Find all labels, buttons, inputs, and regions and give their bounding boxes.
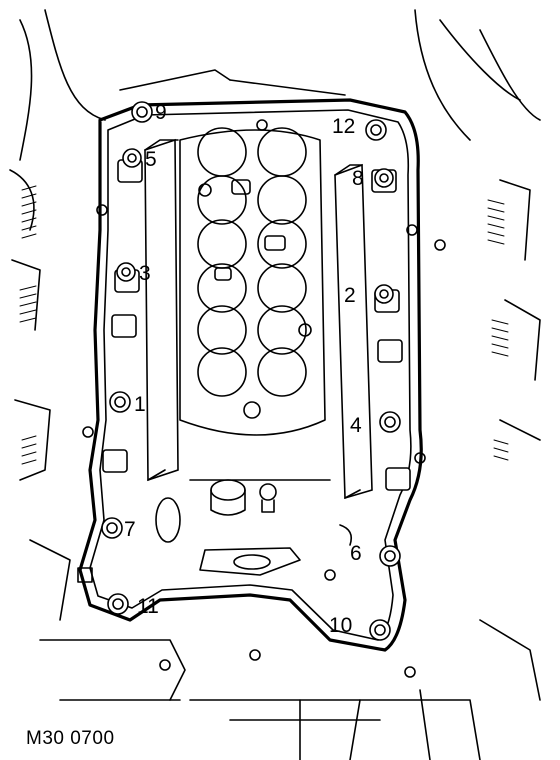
bolt-4 — [379, 411, 401, 433]
bolt-label-2: 2 — [344, 284, 356, 307]
bolt-label-11: 11 — [137, 595, 159, 618]
small-screws — [82, 119, 446, 464]
fuel-rails — [144, 138, 373, 500]
bolt-labels: 1 2 3 4 5 6 7 8 9 10 11 12 — [124, 101, 364, 637]
bolt-2 — [374, 284, 394, 304]
bolt-label-8: 8 — [352, 167, 364, 190]
bolt-3 — [116, 262, 136, 282]
engine-surroundings — [9, 9, 541, 760]
bolt-7 — [101, 517, 123, 539]
bolt-label-3: 3 — [139, 262, 151, 285]
cylinder-bores — [179, 127, 326, 436]
lower-casting — [77, 479, 416, 678]
bolt-8 — [374, 168, 394, 188]
bolt-5 — [122, 148, 142, 168]
bolt-label-12: 12 — [332, 115, 355, 138]
bolt-label-1: 1 — [134, 393, 146, 416]
bolt-label-4: 4 — [350, 414, 362, 437]
bolt-label-6: 6 — [350, 542, 362, 565]
bolt-label-7: 7 — [124, 518, 136, 541]
diagram-reference-number: M30 0700 — [26, 728, 115, 749]
bolt-6 — [379, 545, 401, 567]
gasket-outline — [78, 98, 423, 652]
bolt-label-10: 10 — [329, 614, 352, 637]
bolt-label-9: 9 — [155, 101, 167, 124]
bolt-12 — [365, 119, 387, 141]
bolt-9 — [131, 101, 153, 123]
bolts — [101, 101, 401, 641]
bolt-1 — [109, 391, 131, 413]
bolt-label-5: 5 — [145, 148, 157, 171]
bolt-11 — [107, 593, 129, 615]
bolt-10 — [369, 619, 391, 641]
